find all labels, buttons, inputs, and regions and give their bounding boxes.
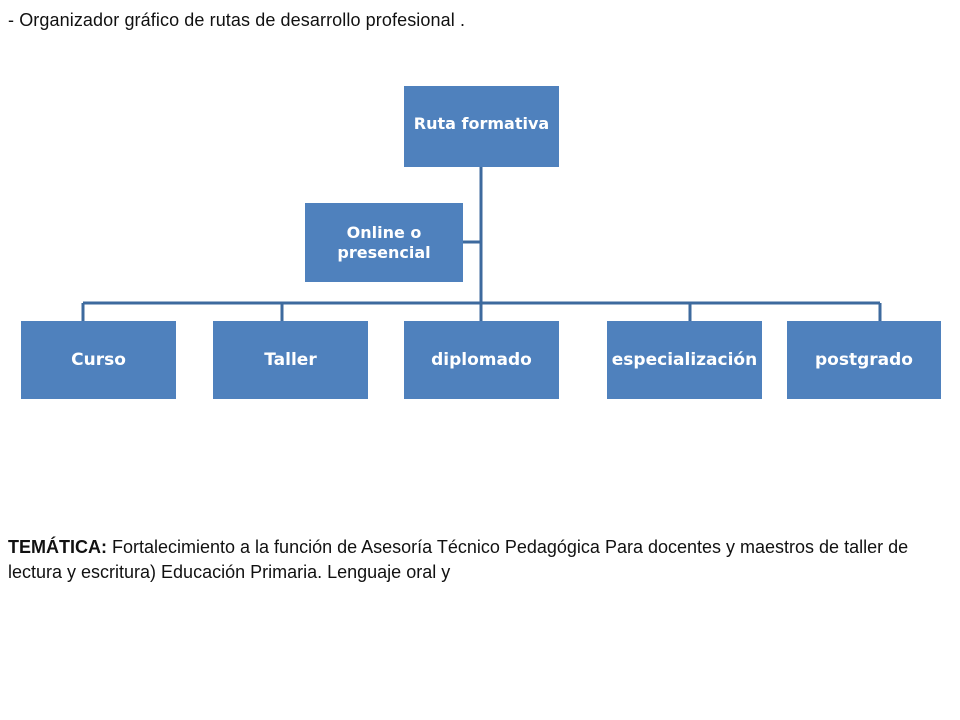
tematica-label: TEMÁTICA:	[8, 537, 107, 557]
tematica-text: Fortalecimiento a la función de Asesoría…	[8, 537, 909, 582]
child-node-diplomado: diplomado	[404, 321, 559, 399]
tematica-paragraph: TEMÁTICA: Fortalecimiento a la función d…	[8, 535, 948, 585]
assistant-node: Online o presencial	[305, 203, 463, 282]
root-node: Ruta formativa	[404, 86, 559, 167]
child-node-especializacion: especialización	[607, 321, 762, 399]
page-heading: - Organizador gráfico de rutas de desarr…	[8, 10, 466, 30]
child-node-postgrado: postgrado	[787, 321, 941, 399]
connector-lines	[81, 167, 882, 321]
child-node-curso: Curso	[21, 321, 176, 399]
child-node-taller: Taller	[213, 321, 368, 399]
org-chart: Ruta formativa Online o presencial Curso…	[21, 86, 941, 399]
